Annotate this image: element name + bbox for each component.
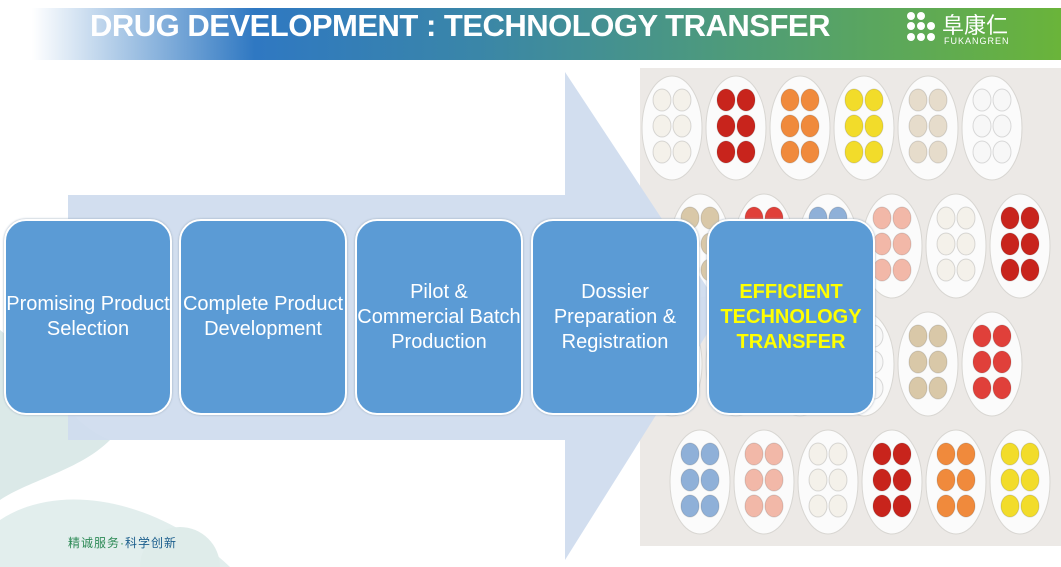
slogan-part-b: 科学创新 — [125, 536, 178, 550]
pill-cup — [961, 311, 1023, 417]
pill-cup — [961, 75, 1023, 181]
pill-cup — [925, 429, 987, 535]
slogan-part-a: 精诚服务· — [68, 536, 125, 550]
header-bar — [0, 8, 1061, 60]
pill-cup — [769, 75, 831, 181]
slogan: 精诚服务·科学创新 — [68, 534, 177, 551]
step-dossier-registration: Dossier Preparation & Registration — [531, 219, 699, 415]
pill-cup — [897, 311, 959, 417]
page-title: DRUG DEVELOPMENT : TECHNOLOGY TRANSFER — [90, 8, 830, 43]
pill-cup — [861, 193, 923, 299]
pill-cup — [669, 429, 731, 535]
pill-cup — [833, 75, 895, 181]
step-product-selection: Promising Product Selection — [4, 219, 172, 415]
pill-cup — [733, 429, 795, 535]
pill-cup — [925, 193, 987, 299]
pill-cup — [897, 75, 959, 181]
step-product-development: Complete Product Development — [179, 219, 347, 415]
pill-cup — [797, 429, 859, 535]
step-technology-transfer: EFFICIENT TECHNOLOGY TRANSFER — [707, 219, 875, 415]
logo-dots-icon — [907, 12, 935, 41]
pill-cup — [705, 75, 767, 181]
logo-text-cn: 阜康仁 — [942, 13, 1009, 38]
logo-text-en: FUKANGREN — [944, 36, 1010, 46]
step-batch-production: Pilot & Commercial Batch Production — [355, 219, 523, 415]
pill-cup — [989, 429, 1051, 535]
pill-cup — [989, 193, 1051, 299]
pill-cup — [861, 429, 923, 535]
pill-cup — [641, 75, 703, 181]
